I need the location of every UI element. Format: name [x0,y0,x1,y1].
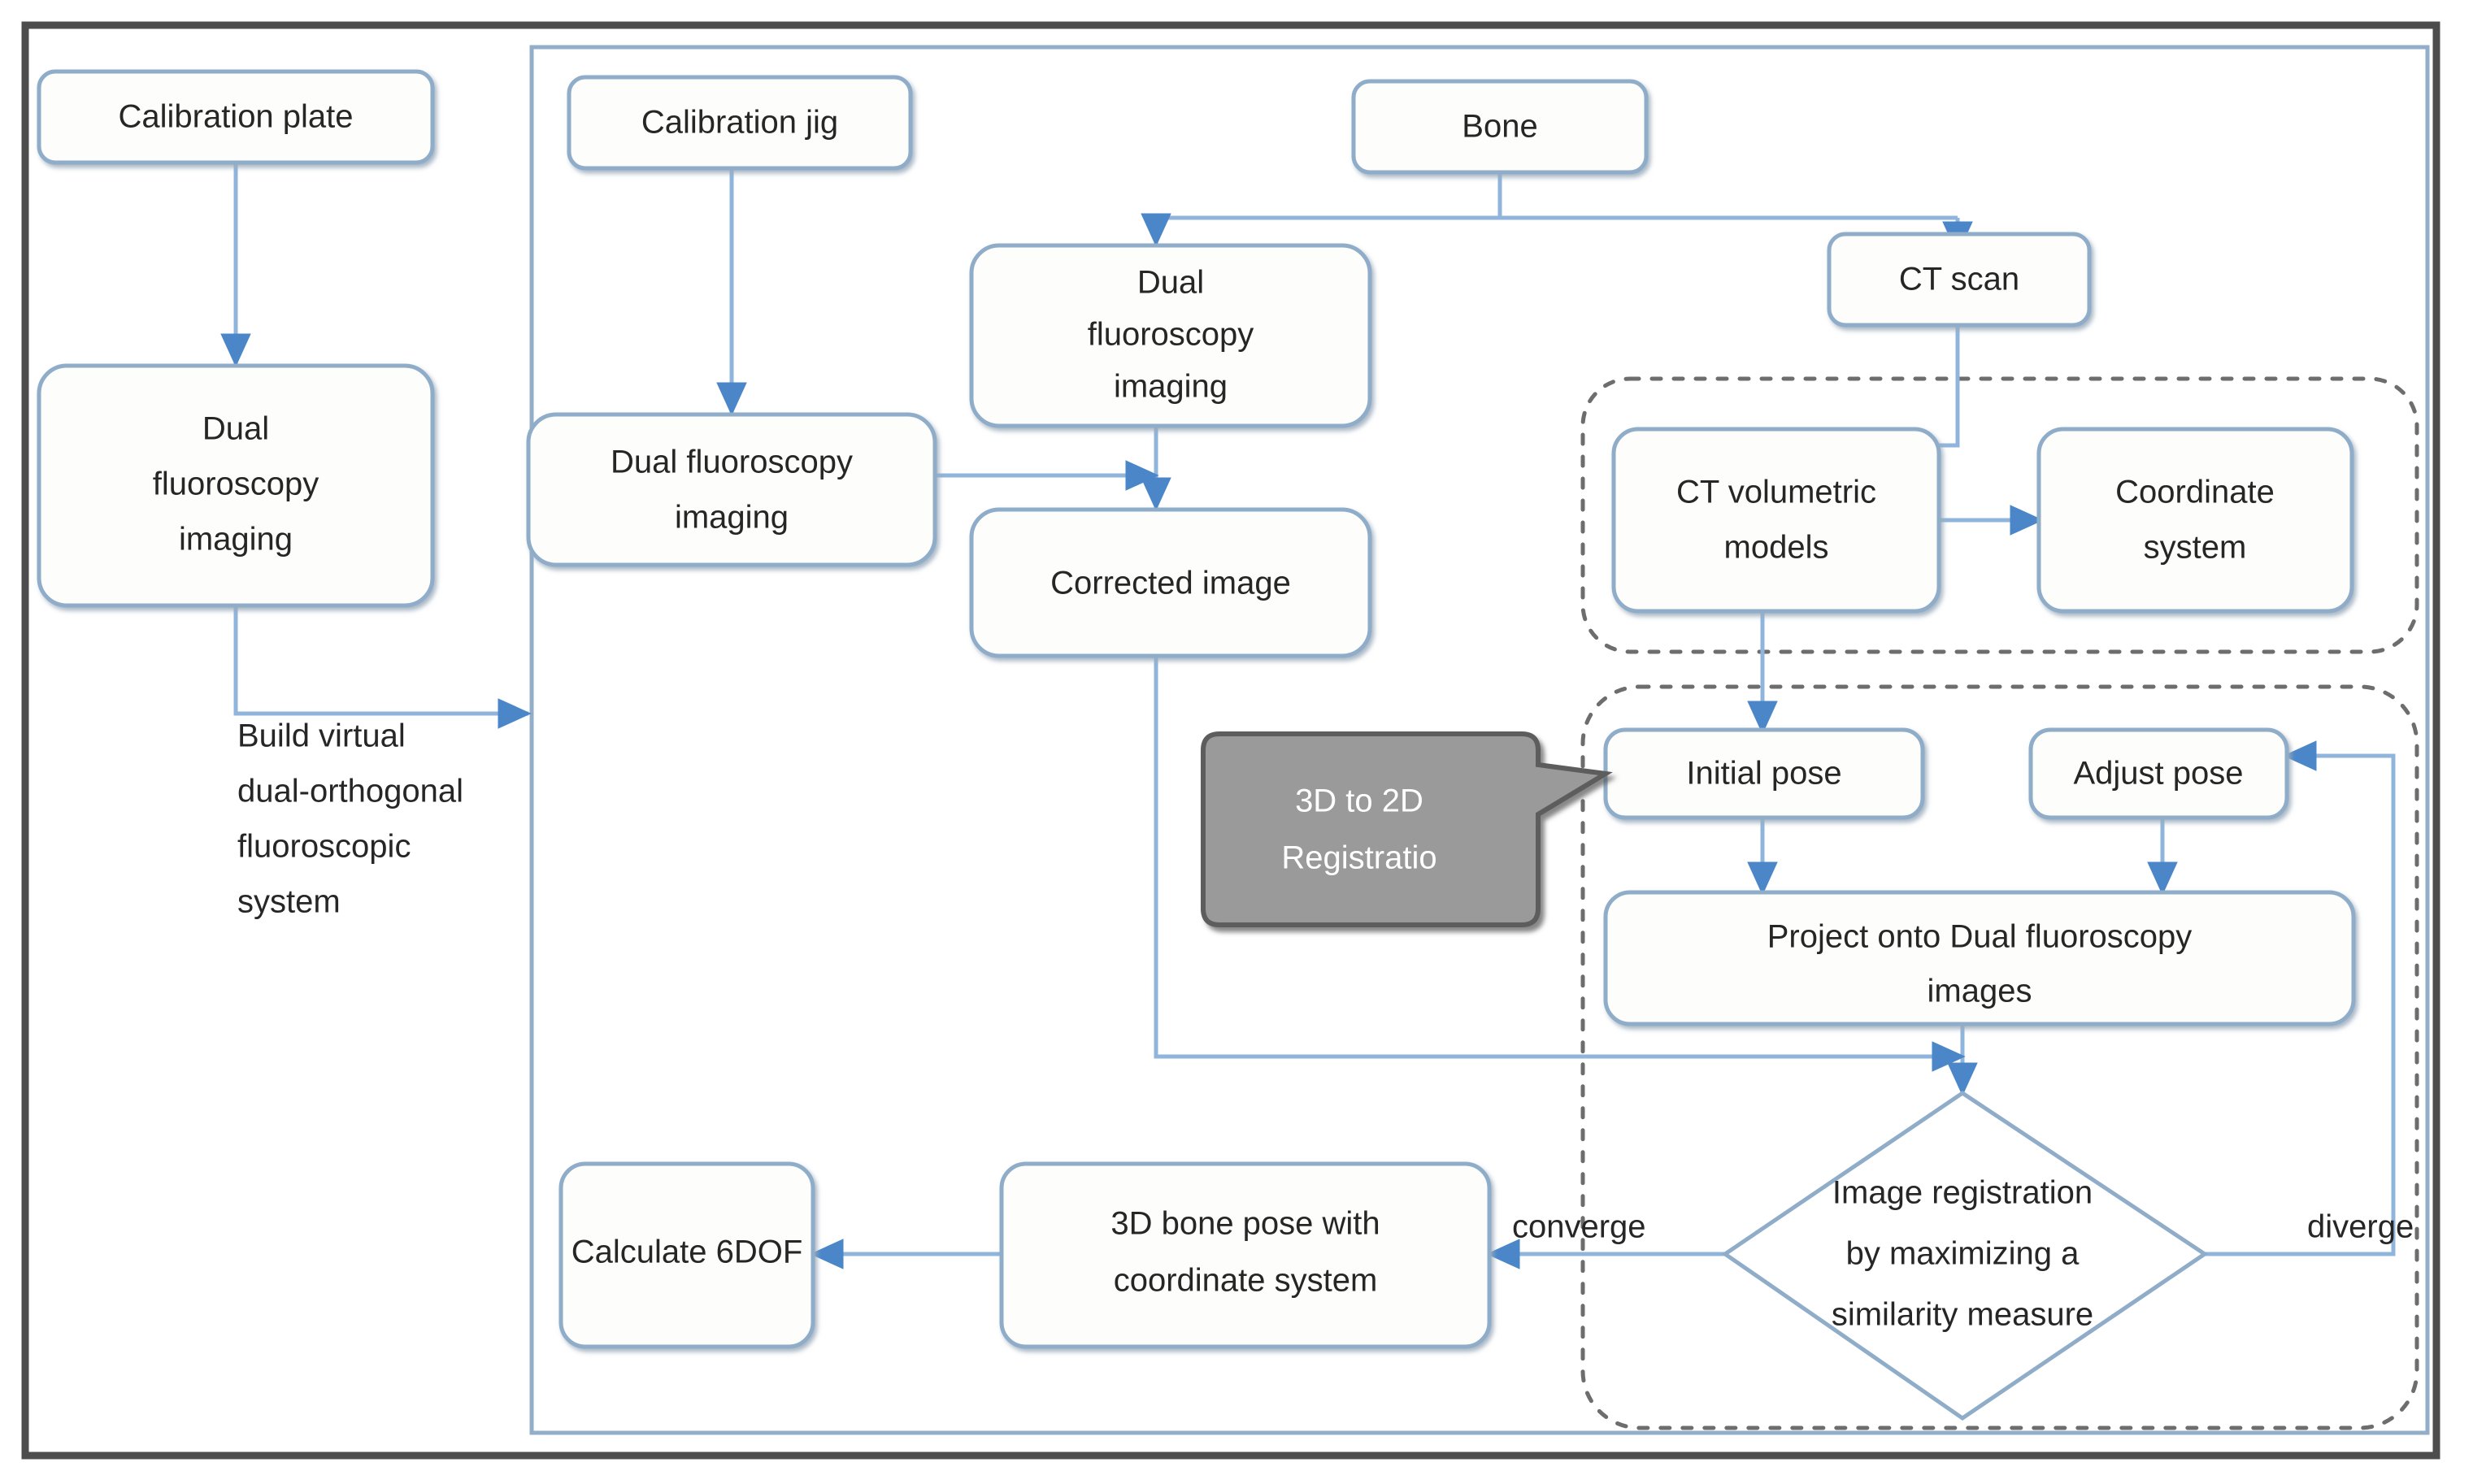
node-calibration-jig-label: Calibration jig [641,105,838,141]
node-project-onto-images-line2: images [1928,974,2032,1009]
node-ct-scan[interactable]: CT scan [1827,232,2092,328]
node-bone-label: Bone [1462,109,1537,145]
node-bone-shape [1351,79,1649,175]
node-bone-dual-fluoroscopy-imaging-line1: Dual [1137,265,1204,301]
node-3d-bone-pose-line2: coordinate system [1114,1263,1378,1299]
node-left-dual-fluoroscopy-imaging-line3: imaging [179,522,293,558]
node-bone[interactable]: Bone [1351,79,1649,175]
node-calculate-6dof-shape [558,1161,815,1349]
node-jig-dual-fluoroscopy-imaging[interactable]: Dual fluoroscopy imaging [526,412,937,567]
node-jig-dual-fluoroscopy-imaging-shape [526,412,937,567]
node-ct-volumetric-models[interactable]: CT volumetric models [1611,427,1941,614]
callout-bubble-shape [1201,731,1613,927]
node-left-dual-fluoroscopy-imaging-line1: Dual [202,411,269,447]
node-coordinate-system-shape [2036,427,2354,614]
node-ct-scan-label: CT scan [1899,262,2019,297]
text-build-virtual-line3: fluoroscopic [237,829,411,865]
edge-label-diverge: diverge [2307,1209,2414,1245]
node-initial-pose[interactable]: Initial pose [1603,727,1925,820]
edge-label-converge: converge [1512,1209,1646,1245]
node-3d-bone-pose[interactable]: 3D bone pose with coordinate system [999,1161,1492,1349]
node-corrected-image-shape [969,507,1372,658]
dashed-group-ct-models [1580,376,2419,654]
node-bone-dual-fluoroscopy-imaging-shape [969,243,1372,428]
node-adjust-pose-label: Adjust pose [2073,756,2243,792]
node-decision-shape [1721,1090,2209,1421]
node-coordinate-system[interactable]: Coordinate system [2036,427,2354,614]
node-left-dual-fluoroscopy-imaging-shape [37,363,435,608]
node-calculate-6dof-label: Calculate 6DOF [572,1234,803,1270]
node-decision-line1: Image registration [1832,1175,2093,1211]
node-ct-scan-shape [1827,232,2092,328]
callout-3d-to-2d-registration[interactable]: 3D to 2D Registratio [1201,731,1613,927]
node-left-dual-fluoroscopy-imaging-line2: fluoroscopy [153,466,319,502]
node-decision-line2: by maximizing a [1846,1236,2080,1272]
inner-container-frame [529,45,2430,1435]
node-jig-dual-fluoroscopy-imaging-line2: imaging [675,500,789,536]
node-calibration-jig-shape [567,75,913,171]
dashed-group-registration-loop [1580,684,2419,1430]
node-coordinate-system-line1: Coordinate [2115,475,2275,510]
node-decision-line3: similarity measure [1832,1297,2093,1333]
node-3d-bone-pose-line1: 3D bone pose with [1110,1206,1380,1242]
edge-corrected-to-diamond [1154,614,1966,1072]
node-decision-image-registration[interactable]: Image registration by maximizing a simil… [1721,1090,2209,1421]
node-corrected-image-label: Corrected image [1050,566,1291,601]
node-ct-volumetric-models-shape [1611,427,1941,614]
edge-diamond-diverge-to-adjustpose [2200,740,2396,1256]
node-initial-pose-label: Initial pose [1686,756,1841,792]
node-3d-bone-pose-shape [999,1161,1492,1349]
node-project-onto-images[interactable]: Project onto Dual fluoroscopy images [1603,890,2356,1026]
node-jig-dual-fluoroscopy-imaging-line1: Dual fluoroscopy [611,445,853,480]
text-build-virtual-line4: system [237,884,341,920]
node-calibration-plate[interactable]: Calibration plate [37,69,435,165]
node-ct-volumetric-models-line2: models [1724,530,1829,566]
edge-leftfluoro-to-container [233,605,532,729]
node-calibration-plate-label: Calibration plate [118,99,353,135]
text-build-virtual-system: Build virtual dual-orthogonal fluoroscop… [237,718,463,920]
node-bone-dual-fluoroscopy-imaging-line3: imaging [1114,369,1228,405]
node-adjust-pose-shape [2028,727,2289,820]
node-ct-volumetric-models-line1: CT volumetric [1676,475,1876,510]
node-bone-dual-fluoroscopy-imaging[interactable]: Dual fluoroscopy imaging [969,243,1372,428]
text-build-virtual-line2: dual-orthogonal [237,774,463,809]
node-calibration-jig[interactable]: Calibration jig [567,75,913,171]
text-build-virtual-line1: Build virtual [237,718,406,754]
callout-label-line1: 3D to 2D [1295,783,1423,819]
node-corrected-image[interactable]: Corrected image [969,507,1372,658]
node-calculate-6dof[interactable]: Calculate 6DOF [558,1161,815,1349]
callout-label-line2: Registratio [1281,840,1436,876]
connector-layer [220,161,2396,1269]
node-project-onto-images-shape [1603,890,2356,1026]
node-adjust-pose[interactable]: Adjust pose [2028,727,2289,820]
node-left-dual-fluoroscopy-imaging[interactable]: Dual fluoroscopy imaging [37,363,435,608]
node-project-onto-images-line1: Project onto Dual fluoroscopy [1767,919,2193,955]
node-calibration-plate-shape [37,69,435,165]
node-coordinate-system-line2: system [2144,530,2247,566]
node-bone-dual-fluoroscopy-imaging-line2: fluoroscopy [1088,317,1254,353]
